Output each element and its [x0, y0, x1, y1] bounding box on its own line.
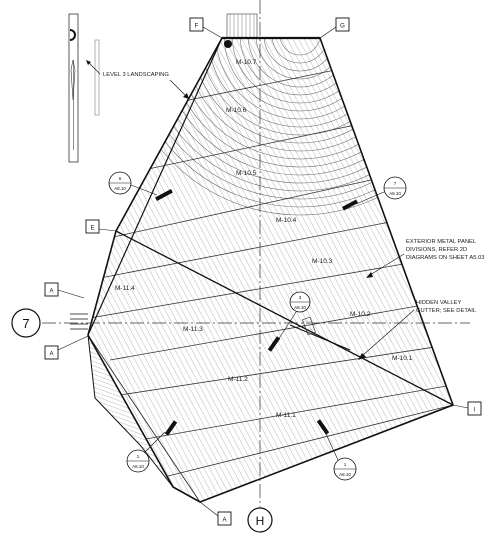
svg-text:E: E [90, 226, 94, 232]
svg-text:F: F [195, 24, 199, 30]
svg-text:H: H [256, 514, 265, 528]
svg-text:6: 6 [119, 176, 122, 181]
detail-callout-1-left: 1 A8.10 [126, 431, 166, 473]
svg-text:1: 1 [344, 462, 347, 467]
panel-label: M-11.2 [228, 376, 248, 383]
drain-icon [224, 40, 232, 48]
panel-label: M-10.1 [392, 355, 413, 362]
svg-text:3: 3 [299, 295, 302, 300]
svg-text:A: A [222, 518, 226, 524]
roof-outline [87, 37, 455, 503]
svg-text:A8.10: A8.10 [294, 305, 306, 310]
lower-wall-outline [87, 334, 174, 488]
detail-markers [155, 189, 359, 436]
stair-element [226, 13, 258, 39]
svg-text:A: A [49, 352, 53, 358]
edge-ticks [70, 313, 88, 330]
svg-text:DIVISIONS, REFER 2D: DIVISIONS, REFER 2D [406, 247, 467, 253]
panel-label: M-10.5 [236, 170, 257, 177]
point-tag-f: F [189, 17, 223, 39]
detail-callout-1-right: 1 A8.10 [325, 433, 357, 481]
landscaping-planter [68, 13, 100, 163]
svg-text:A8.10: A8.10 [339, 472, 351, 477]
panel-divisions [89, 69, 453, 479]
point-tag-g: G [319, 17, 350, 39]
point-tag-a-bottom: A [199, 501, 232, 526]
svg-text:7: 7 [394, 181, 397, 186]
panel-label: M-10.3 [312, 258, 333, 265]
note-landscaping: LEVEL 3 LANDSCAPING [86, 60, 189, 99]
svg-text:EXTERIOR METAL PANEL: EXTERIOR METAL PANEL [406, 239, 477, 245]
panel-label: M-11.3 [183, 326, 203, 333]
detail-callout-7: 7 A8.10 [355, 176, 407, 205]
panel-label: M-10.2 [350, 311, 371, 318]
curved-panel-lines [119, 38, 453, 216]
detail-callout-6: 6 A8.10 [108, 171, 158, 196]
panel-label: M-10.4 [276, 217, 297, 224]
svg-text:G: G [340, 24, 345, 30]
svg-text:I: I [474, 408, 476, 414]
svg-text:LEVEL 3 LANDSCAPING: LEVEL 3 LANDSCAPING [103, 72, 169, 78]
svg-text:HIDDEN VALLEY: HIDDEN VALLEY [416, 300, 461, 306]
point-tag-e: E [85, 219, 117, 234]
gutter-detail-mark [302, 316, 316, 336]
svg-text:1: 1 [137, 454, 140, 459]
svg-text:A8.10: A8.10 [132, 464, 144, 469]
svg-text:A: A [49, 289, 53, 295]
panel-label: M-10.7 [236, 59, 257, 66]
note-gutter: HIDDEN VALLEY GUTTER; SEE DETAIL [358, 300, 477, 360]
panel-label: M-11.1 [276, 412, 296, 419]
detail-callout-3: 3 A8.10 [277, 291, 311, 341]
note-metal-panel: EXTERIOR METAL PANEL DIVISIONS, REFER 2D… [366, 239, 485, 278]
panel-label: M-10.6 [226, 107, 247, 114]
panel-label: M-11.4 [115, 285, 135, 292]
svg-text:7: 7 [22, 316, 29, 331]
svg-text:DIAGRAMS ON SHEET A5.03: DIAGRAMS ON SHEET A5.03 [406, 255, 485, 261]
grid-bubble-7: 7 [11, 308, 41, 338]
svg-text:A8.10: A8.10 [114, 186, 126, 191]
svg-text:GUTTER; SEE DETAIL: GUTTER; SEE DETAIL [416, 308, 477, 314]
svg-text:A8.10: A8.10 [389, 191, 401, 196]
point-tag-a-lower: A [44, 335, 89, 360]
grid-bubble-h: H [247, 507, 273, 533]
point-tag-i: I [452, 401, 482, 416]
point-tag-a-upper: A [44, 282, 85, 299]
valley-line [115, 230, 454, 406]
